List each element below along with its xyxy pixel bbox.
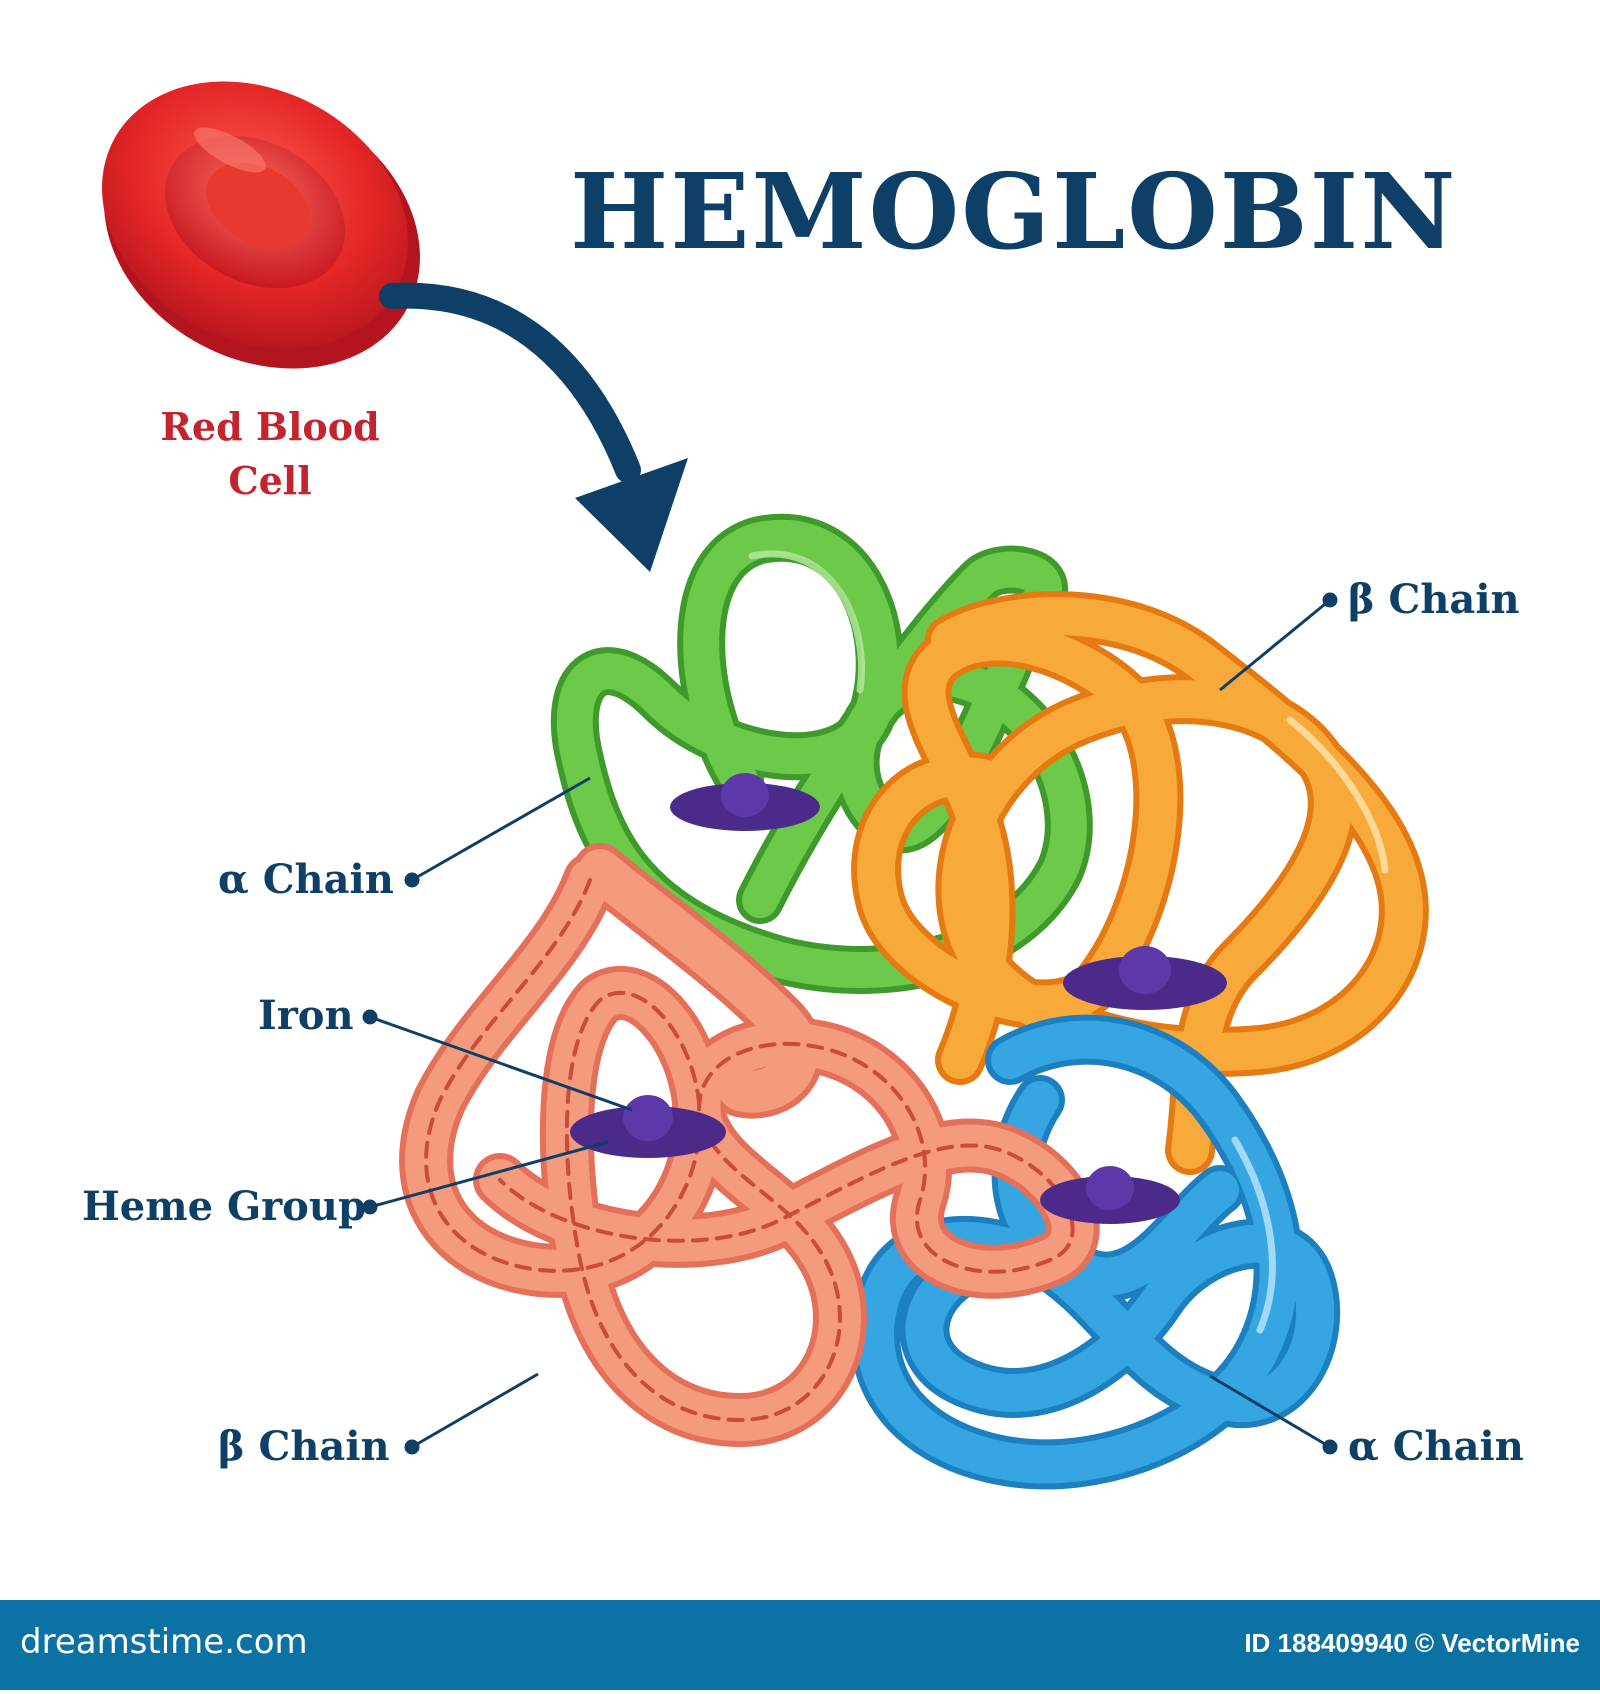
beta-chain-salmon: [399, 843, 1100, 1447]
red-blood-cell-label-line1: Red Blood: [160, 404, 380, 449]
footer-bar: dreamstime.com ID 188409940 © VectorMine: [0, 1600, 1600, 1690]
red-blood-cell-label-line2: Cell: [228, 458, 312, 503]
arrow-icon: [379, 282, 688, 572]
heme-group-label: Heme Group: [82, 1183, 366, 1230]
footer-id-credit: ID 188409940 © VectorMine: [1244, 1628, 1580, 1658]
red-blood-cell: [102, 81, 420, 369]
red-blood-cell-label: Red Blood Cell: [120, 400, 420, 508]
heme-group-icon: [570, 1095, 726, 1158]
beta-chain-orange: [851, 591, 1429, 1175]
alpha-chain-left-label: α Chain: [218, 856, 394, 903]
heme-group-icon: [670, 773, 820, 831]
beta-chain-bottom-left-label: β Chain: [218, 1423, 390, 1470]
leader-lines: [362, 592, 1338, 1455]
iron-label: Iron: [258, 992, 354, 1039]
page-title: HEMOGLOBIN: [570, 150, 1458, 273]
beta-chain-top-right-label: β Chain: [1348, 576, 1520, 623]
heme-group-icon: [1063, 946, 1227, 1010]
footer-brand: dreamstime.com: [20, 1622, 308, 1662]
heme-group-icon: [1040, 1166, 1180, 1224]
alpha-chain-bottom-right-label: α Chain: [1348, 1423, 1524, 1470]
